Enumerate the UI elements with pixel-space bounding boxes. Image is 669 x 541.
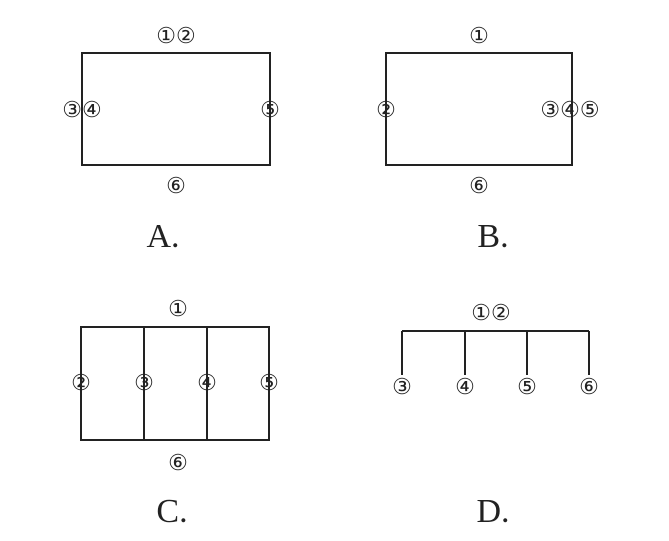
option-c-label: C.	[156, 493, 187, 530]
option-a-marker-bottom: ⑥	[166, 174, 186, 199]
option-b-marker-top: ①	[469, 24, 489, 49]
option-c-marker-4: ④	[197, 371, 217, 396]
option-a-marker-left: ③④	[62, 98, 101, 123]
option-c: ① ② ③ ④ ⑤ ⑥ C.	[71, 297, 279, 530]
option-d-marker-6: ⑥	[579, 375, 599, 400]
option-b-marker-bottom: ⑥	[469, 174, 489, 199]
option-c-marker-bottom: ⑥	[168, 451, 188, 476]
option-a-label: A.	[146, 218, 179, 255]
option-d-marker-top: ①②	[471, 301, 510, 326]
option-c-marker-top: ①	[168, 297, 188, 322]
option-c-rectangle	[80, 326, 270, 441]
option-a-rectangle	[81, 52, 271, 166]
option-b-marker-left: ②	[376, 98, 396, 123]
option-d-marker-4: ④	[455, 375, 475, 400]
option-d-marker-5: ⑤	[517, 375, 537, 400]
option-d: ①② ③ ④ ⑤ ⑥ D.	[392, 301, 599, 530]
option-c-marker-2: ②	[71, 371, 91, 396]
option-b-marker-right: ③④⑤	[540, 98, 599, 123]
option-a-marker-top: ①②	[156, 24, 195, 49]
option-d-label: D.	[476, 493, 509, 530]
option-c-marker-3: ③	[134, 371, 154, 396]
option-b: ① ② ③④⑤ ⑥ B.	[376, 24, 599, 255]
option-a: ①② ③④ ⑤ ⑥ A.	[62, 24, 280, 255]
option-a-marker-right: ⑤	[260, 98, 280, 123]
option-b-label: B.	[477, 218, 508, 255]
option-d-marker-3: ③	[392, 375, 412, 400]
option-b-rectangle	[385, 52, 573, 166]
option-c-marker-5: ⑤	[259, 371, 279, 396]
